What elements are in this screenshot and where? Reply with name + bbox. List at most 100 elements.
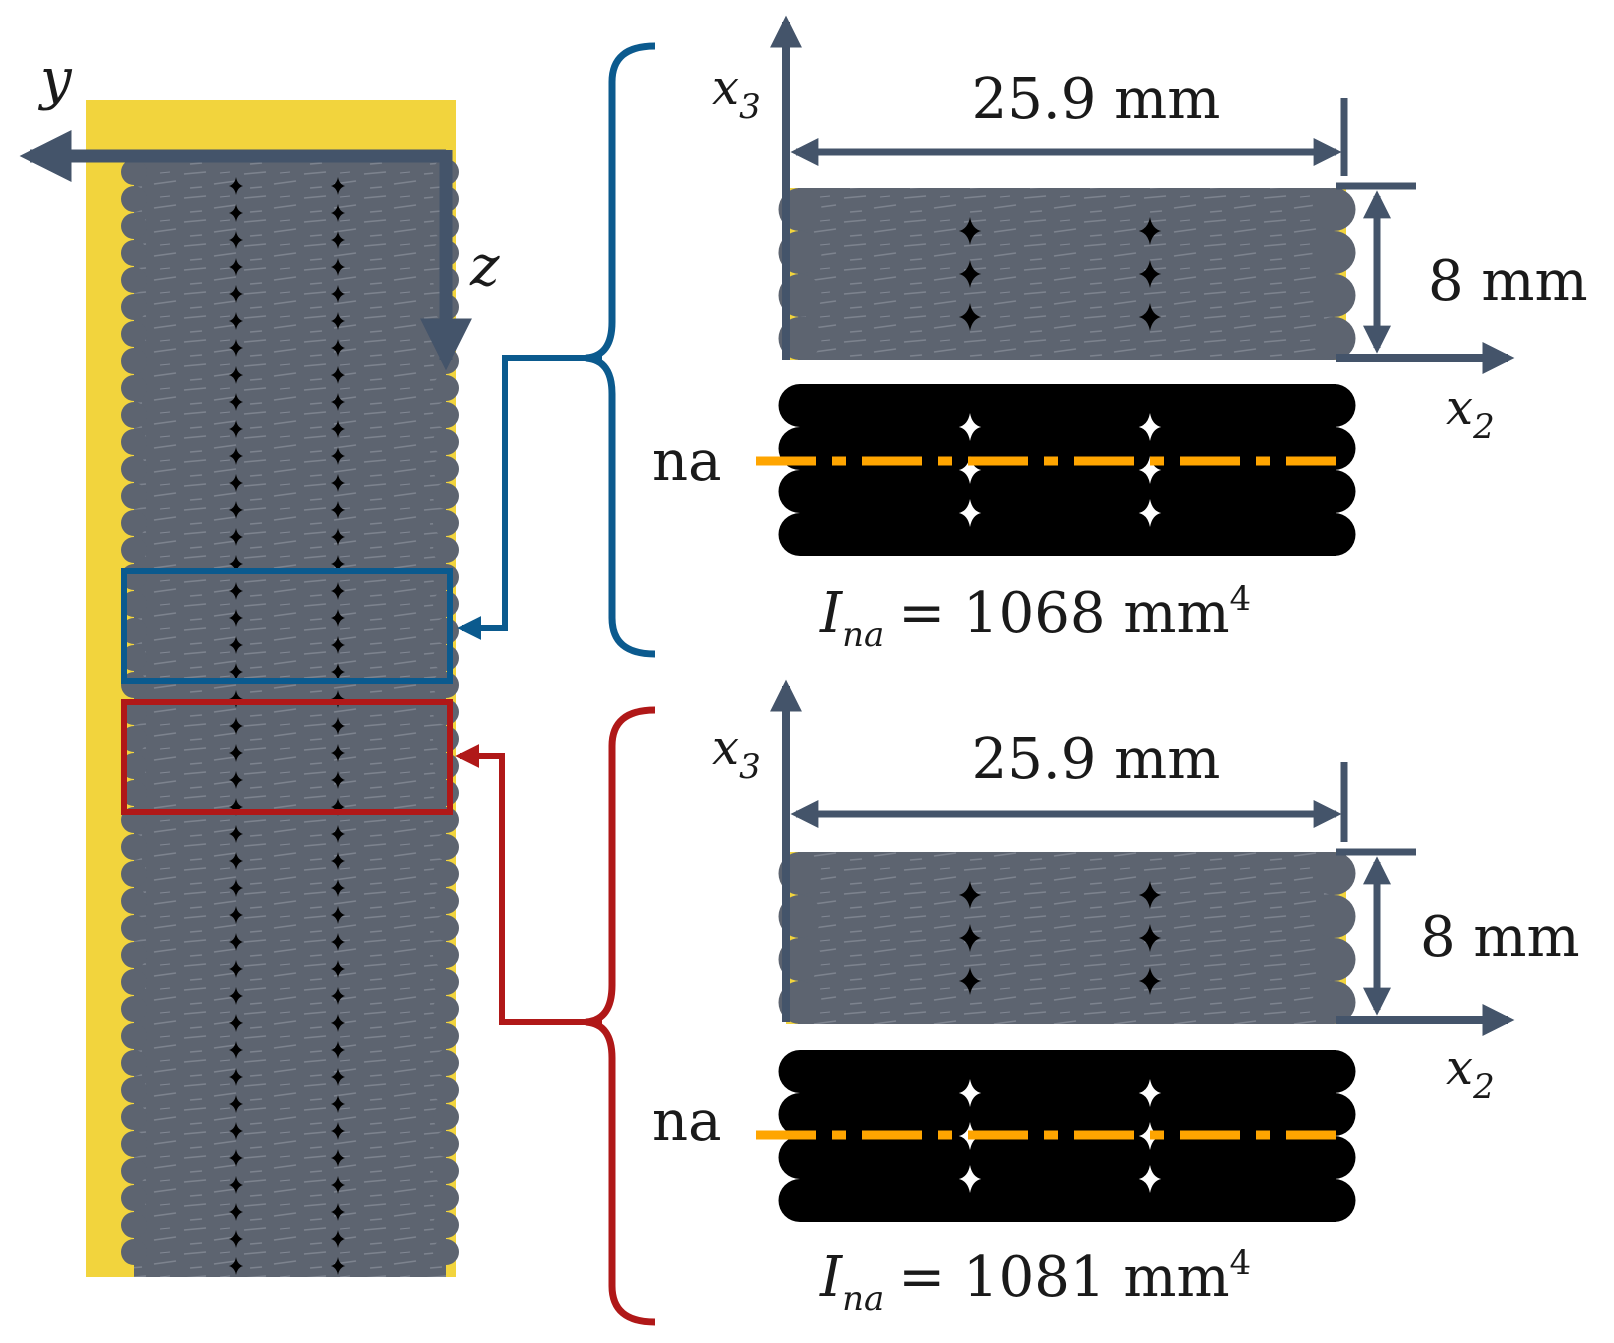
edge-scallop bbox=[1312, 1093, 1356, 1136]
edge-scallop bbox=[433, 861, 459, 887]
edge-scallop bbox=[121, 726, 147, 752]
edge-scallop bbox=[121, 1104, 147, 1130]
edge-scallop bbox=[121, 267, 147, 293]
edge-scallop bbox=[1312, 1136, 1356, 1179]
edge-scallop bbox=[778, 384, 822, 427]
void-diamond bbox=[330, 1122, 346, 1140]
edge-scallop bbox=[778, 1093, 822, 1136]
void-diamond bbox=[228, 906, 244, 924]
top-na-label: na bbox=[652, 429, 721, 494]
void-diamond bbox=[330, 285, 346, 303]
edge-scallop bbox=[433, 1212, 459, 1238]
void-diamond bbox=[330, 555, 346, 573]
edge-scallop bbox=[121, 159, 147, 185]
edge-scallop bbox=[1312, 188, 1356, 231]
edge-scallop bbox=[433, 483, 459, 509]
void-diamond bbox=[330, 960, 346, 978]
top-binary-slab bbox=[800, 384, 1336, 556]
edge-scallop bbox=[121, 321, 147, 347]
void-diamond bbox=[228, 987, 244, 1005]
bottom-width-label: 25.9 mm bbox=[972, 727, 1221, 792]
edge-scallop bbox=[121, 780, 147, 806]
void-diamond bbox=[330, 231, 346, 249]
edge-scallop bbox=[121, 510, 147, 536]
bottom-cross-section: x3 x2 25.9 mm 8 mm na Ina= 1081 mm4 bbox=[652, 679, 1580, 1319]
red-connector-arrow bbox=[455, 744, 602, 1025]
void-diamond bbox=[330, 933, 346, 951]
edge-scallop bbox=[433, 618, 459, 644]
void-diamond bbox=[330, 609, 346, 627]
void-column-1 bbox=[228, 177, 244, 1275]
void-diamond bbox=[330, 717, 346, 735]
edge-scallop bbox=[433, 456, 459, 482]
top-cross-section: x3 x2 25.9 mm 8 mm na Ina= 1068 mm4 bbox=[652, 15, 1588, 655]
edge-scallop bbox=[1312, 384, 1356, 427]
void-diamond bbox=[958, 260, 982, 288]
void-diamond bbox=[228, 258, 244, 276]
void-diamond bbox=[330, 177, 346, 195]
void-diamond bbox=[228, 312, 244, 330]
void-diamond bbox=[330, 258, 346, 276]
bottom-height-label: 8 mm bbox=[1420, 905, 1580, 970]
edge-scallop bbox=[433, 1050, 459, 1076]
edge-scallop bbox=[433, 1158, 459, 1184]
edge-scallop bbox=[433, 915, 459, 941]
void-diamond bbox=[228, 1257, 244, 1275]
void-diamond bbox=[228, 636, 244, 654]
void-diamond bbox=[330, 204, 346, 222]
void-diamond bbox=[1138, 303, 1162, 331]
edge-scallop bbox=[121, 1212, 147, 1238]
void-diamond bbox=[228, 1014, 244, 1032]
void-diamond bbox=[330, 825, 346, 843]
void-diamond bbox=[228, 285, 244, 303]
bottom-inertia-label: Ina= 1081 mm4 bbox=[819, 1243, 1251, 1319]
edge-scallop bbox=[1312, 1050, 1356, 1093]
edge-scallop bbox=[121, 483, 147, 509]
edge-scallop bbox=[433, 1185, 459, 1211]
void-diamond bbox=[330, 636, 346, 654]
void-diamond bbox=[1138, 456, 1162, 484]
void-diamond bbox=[330, 501, 346, 519]
void-diamond bbox=[330, 1041, 346, 1059]
edge-scallop bbox=[121, 240, 147, 266]
void-diamond bbox=[330, 339, 346, 357]
void-diamond bbox=[228, 528, 244, 546]
edge-scallop bbox=[1312, 274, 1356, 317]
edge-scallop bbox=[778, 470, 822, 513]
void-diamond bbox=[228, 1095, 244, 1113]
void-diamond bbox=[228, 1068, 244, 1086]
edge-scallop bbox=[121, 429, 147, 455]
edge-scallop bbox=[1312, 317, 1356, 360]
top-binary-scallops bbox=[778, 384, 1356, 556]
edge-scallop bbox=[121, 375, 147, 401]
edge-scallop bbox=[433, 1023, 459, 1049]
edge-scallop bbox=[121, 942, 147, 968]
void-diamond bbox=[958, 1079, 982, 1107]
edge-scallop bbox=[1312, 513, 1356, 556]
edge-scallop bbox=[433, 375, 459, 401]
void-diamond bbox=[228, 1230, 244, 1248]
bottom-photo-voids bbox=[958, 881, 1162, 995]
void-diamond bbox=[228, 339, 244, 357]
void-diamond bbox=[1138, 924, 1162, 952]
void-diamond bbox=[228, 879, 244, 897]
edge-scallop bbox=[121, 996, 147, 1022]
void-diamond bbox=[330, 1230, 346, 1248]
void-diamond bbox=[228, 204, 244, 222]
edge-scallop bbox=[121, 753, 147, 779]
void-diamond bbox=[228, 771, 244, 789]
void-diamond bbox=[958, 217, 982, 245]
void-diamond bbox=[228, 582, 244, 600]
edge-scallop bbox=[121, 537, 147, 563]
edge-scallop bbox=[433, 834, 459, 860]
top-photo-scallops bbox=[778, 188, 1356, 360]
edge-scallop bbox=[1312, 231, 1356, 274]
edge-scallop bbox=[1312, 1179, 1356, 1222]
void-diamond bbox=[1138, 260, 1162, 288]
void-diamond bbox=[228, 1122, 244, 1140]
void-diamond bbox=[1138, 499, 1162, 527]
edge-scallop bbox=[1312, 470, 1356, 513]
void-diamond bbox=[228, 933, 244, 951]
edge-scallop bbox=[433, 429, 459, 455]
void-diamond bbox=[228, 609, 244, 627]
